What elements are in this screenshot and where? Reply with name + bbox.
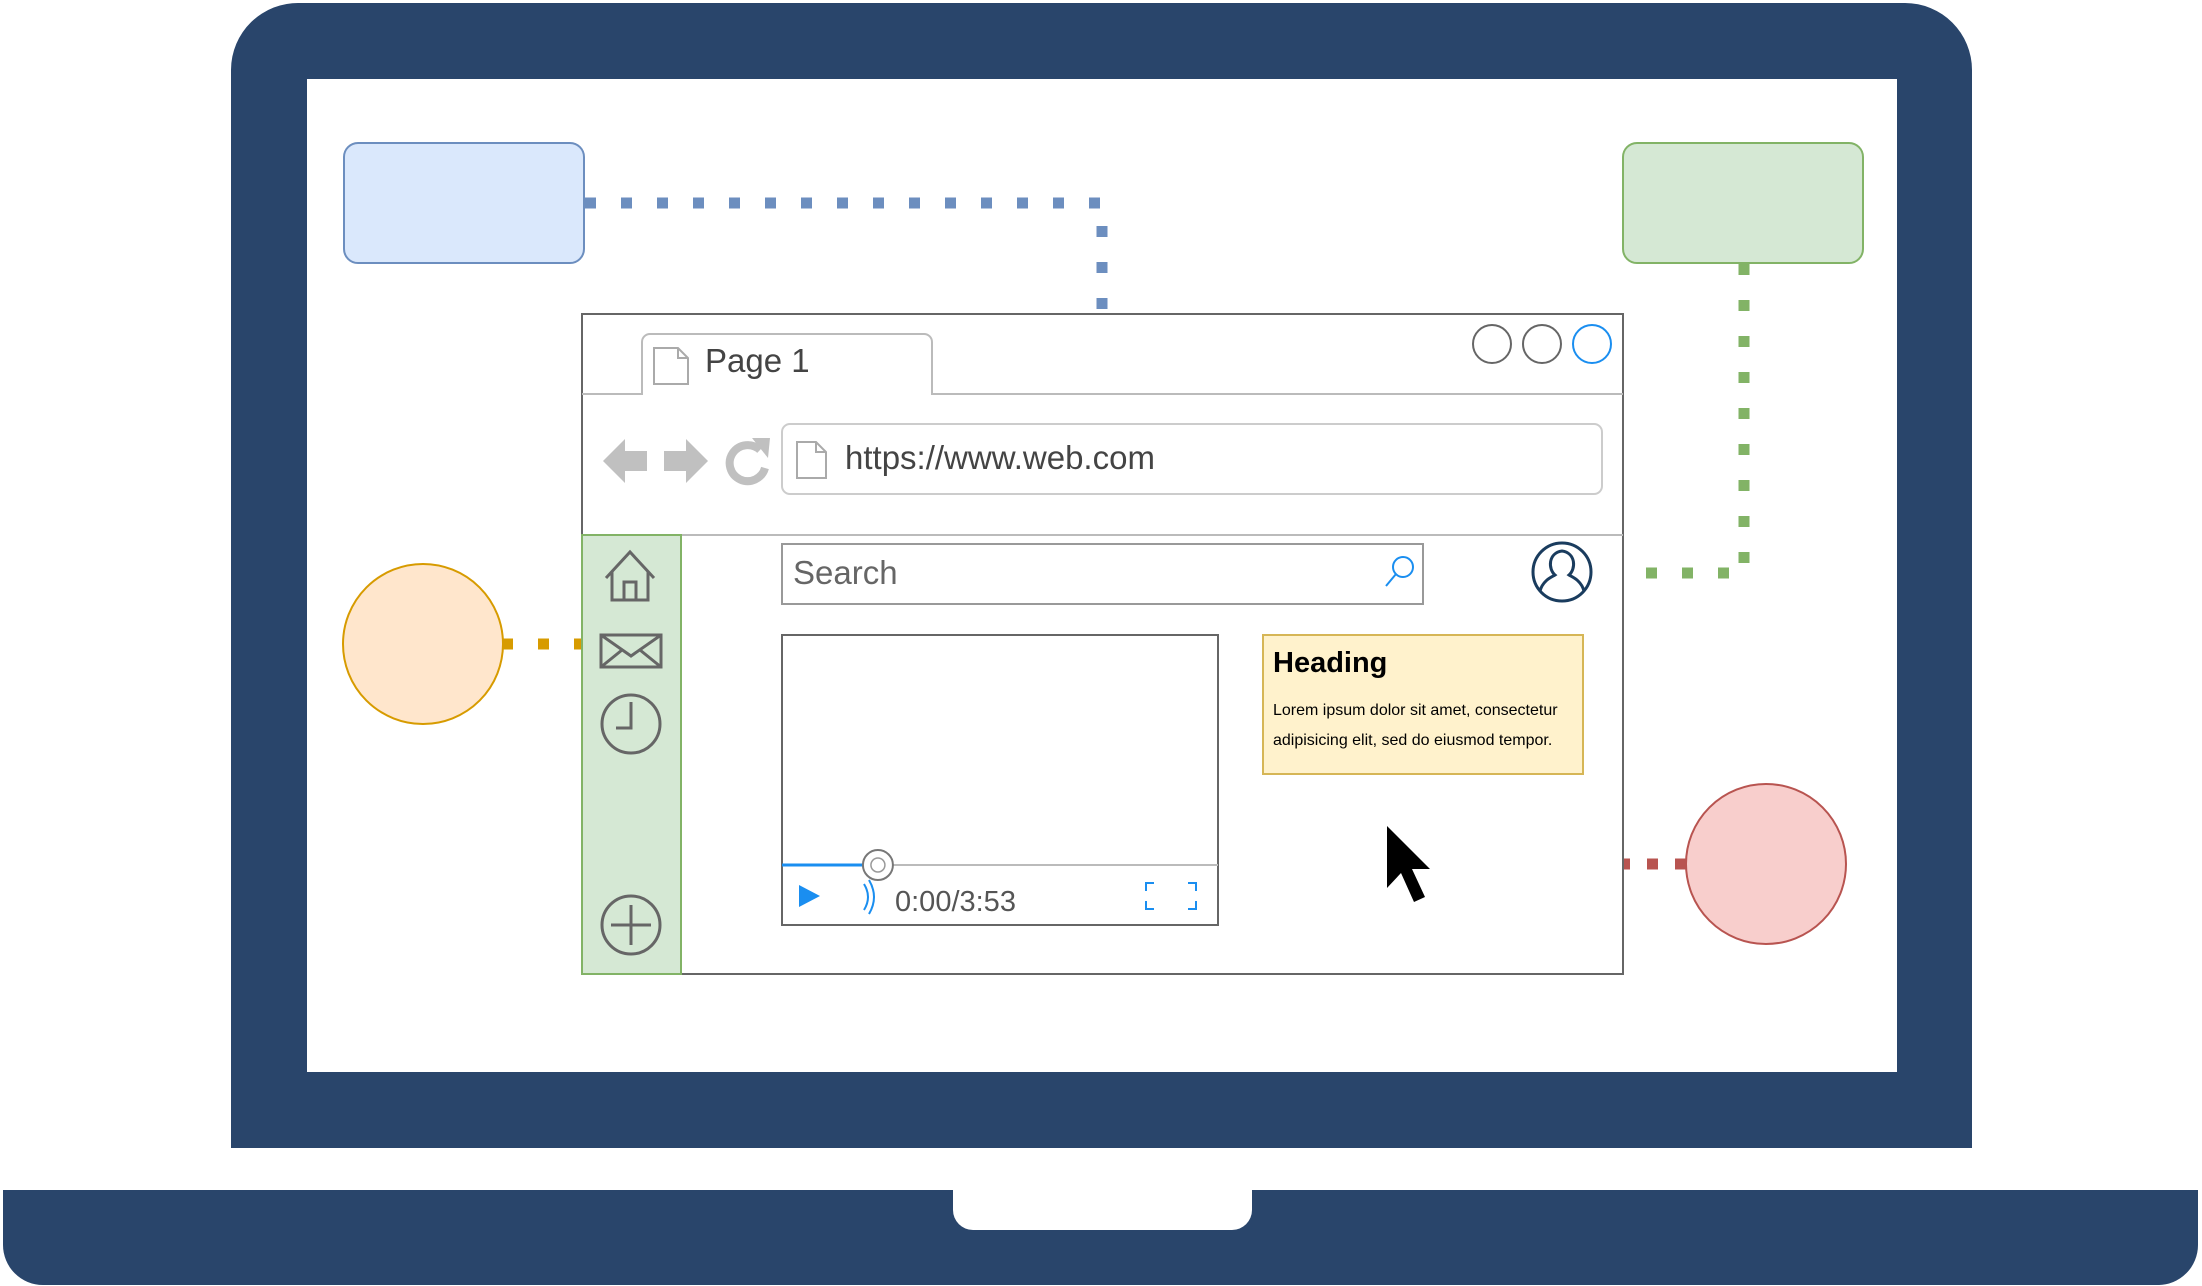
- mail-icon[interactable]: [599, 633, 663, 669]
- address-page-icon: [796, 441, 827, 479]
- cursor-icon: [1387, 826, 1430, 902]
- add-icon[interactable]: [600, 894, 662, 956]
- clock-icon[interactable]: [600, 693, 662, 755]
- play-icon[interactable]: [799, 885, 820, 907]
- tab-page-1[interactable]: [582, 333, 1623, 395]
- tab-label: Page 1: [705, 342, 810, 379]
- reload-icon[interactable]: [725, 438, 770, 486]
- video-time: 0:00/3:53: [895, 886, 1016, 918]
- browser-window: Page 1 https://www.web.com: [581, 313, 1624, 975]
- note-heading: Heading: [1273, 647, 1387, 679]
- green-callout-box: [1622, 142, 1864, 264]
- close-button[interactable]: [1572, 324, 1612, 364]
- page-icon: [653, 347, 689, 385]
- address-bar[interactable]: [781, 423, 1603, 495]
- search-input[interactable]: [781, 543, 1424, 605]
- laptop-base: [3, 1190, 2198, 1285]
- home-icon[interactable]: [604, 549, 656, 602]
- forward-arrow-icon[interactable]: [664, 439, 708, 483]
- note-card: [1262, 634, 1584, 775]
- user-icon[interactable]: [1531, 541, 1593, 603]
- note-body-line-1: Lorem ipsum dolor sit amet, consectetur: [1273, 702, 1558, 719]
- volume-icon[interactable]: [863, 879, 875, 915]
- maximize-button[interactable]: [1522, 324, 1562, 364]
- url-text: https://www.web.com: [845, 439, 1155, 476]
- minimize-button[interactable]: [1472, 324, 1512, 364]
- red-callout-circle: [1685, 783, 1847, 945]
- blue-callout-box: [343, 142, 585, 264]
- fullscreen-icon[interactable]: [1145, 882, 1197, 910]
- video-progress-handle[interactable]: [861, 849, 894, 881]
- search-placeholder: Search: [793, 554, 898, 591]
- sidebar: [581, 534, 682, 975]
- search-icon[interactable]: [1385, 556, 1414, 587]
- note-body-line-2: adipisicing elit, sed do eiusmod tempor.: [1273, 732, 1552, 749]
- orange-callout-circle: [342, 563, 504, 725]
- laptop-notch: [953, 1190, 1252, 1230]
- video-player[interactable]: [781, 634, 1219, 926]
- green-connector: [1611, 264, 1750, 579]
- back-arrow-icon[interactable]: [603, 439, 647, 483]
